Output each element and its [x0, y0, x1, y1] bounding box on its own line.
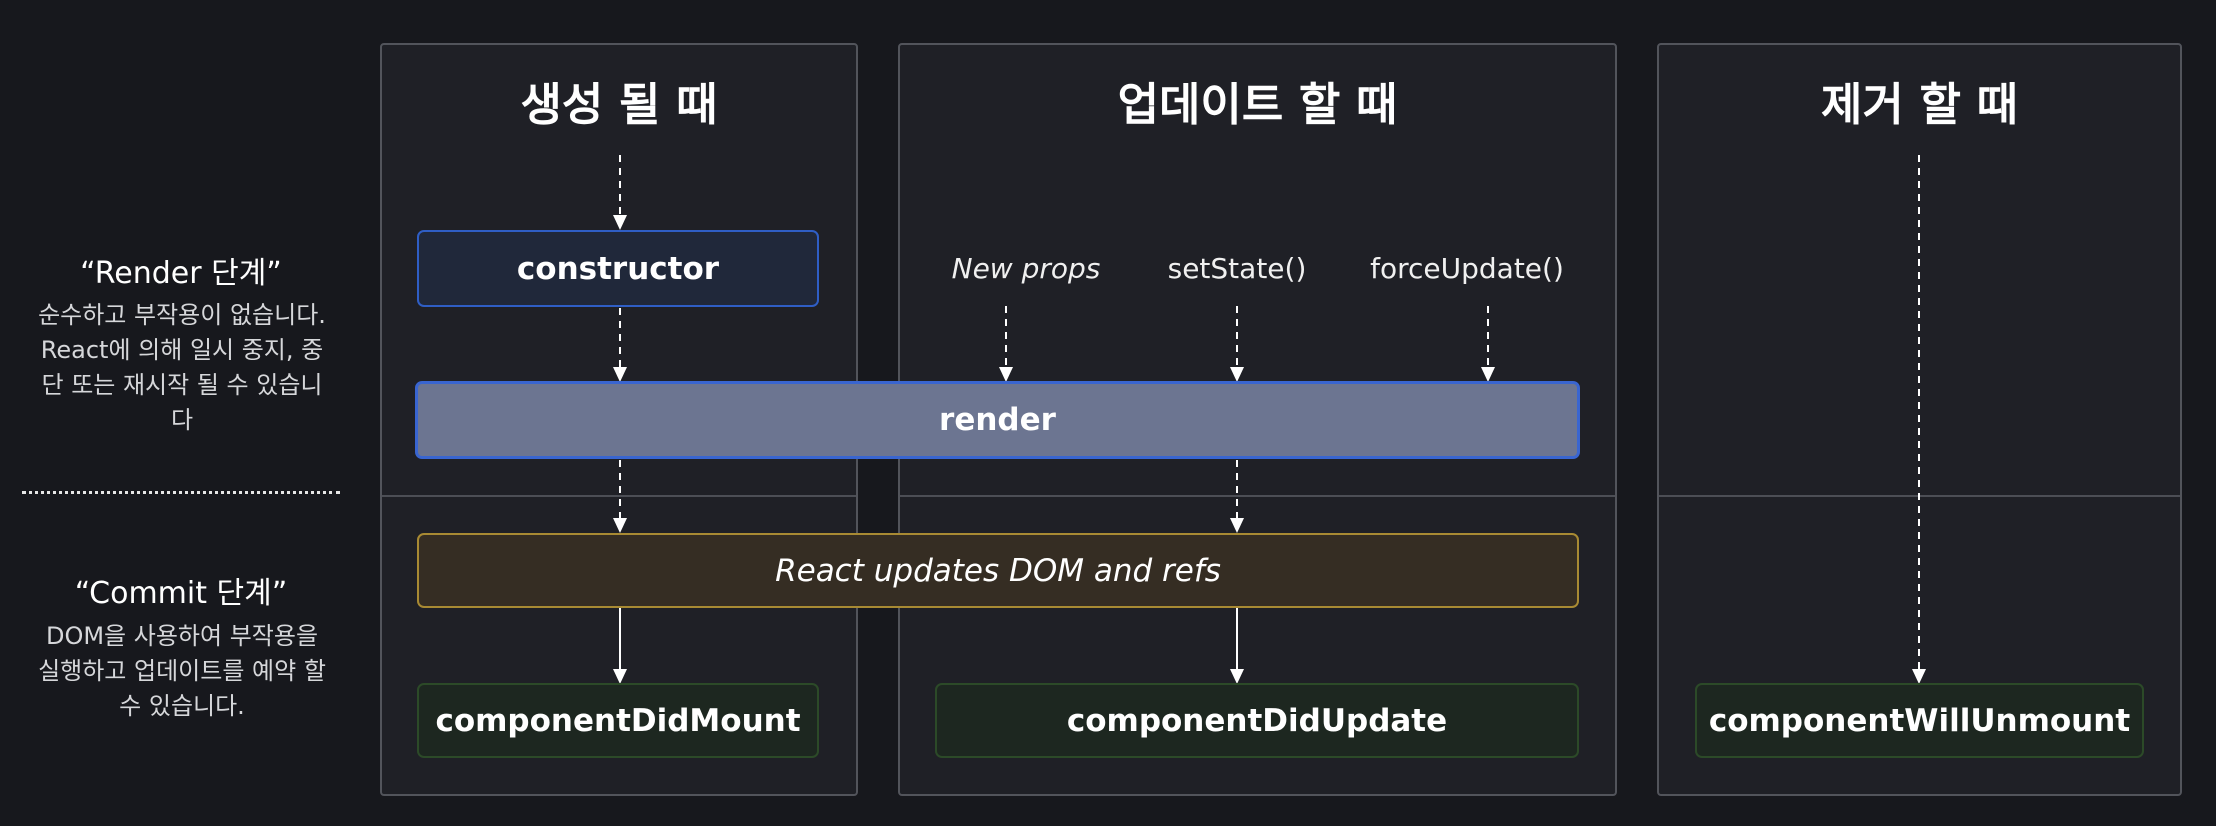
- arrowhead-did-mount: [613, 669, 627, 684]
- commit-box: React updates DOM and refs: [417, 533, 1579, 608]
- render-phase-description: 순수하고 부작용이 없습니다. React에 의해 일시 중지, 중단 또는 재…: [38, 301, 326, 434]
- update-title: 업데이트 할 때: [1117, 78, 1398, 131]
- component-did-mount-box: componentDidMount: [417, 683, 819, 758]
- arrowhead-will-unmount: [1912, 669, 1926, 684]
- arrowhead-commit-update: [1230, 518, 1244, 533]
- arrowhead-commit-mount: [613, 518, 627, 533]
- arrowhead-did-update: [1230, 669, 1244, 684]
- component-did-update-box: componentDidUpdate: [935, 683, 1579, 758]
- unmount-title: 제거 할 때: [1821, 78, 2018, 131]
- arrowhead-new-props: [999, 367, 1013, 382]
- trigger-new-props: New props: [951, 252, 1101, 285]
- render-box: render: [415, 381, 1580, 459]
- arrowhead-render-mount: [613, 367, 627, 382]
- render-phase-title: “Render 단계”: [80, 256, 282, 291]
- constructor-box: constructor: [417, 230, 819, 307]
- component-will-unmount-box: componentWillUnmount: [1695, 683, 2144, 758]
- commit-phase-description: DOM을 사용하여 부작용을 실행하고 업데이트를 예약 할 수 있습니다.: [38, 622, 326, 720]
- arrowhead-set-state: [1230, 367, 1244, 382]
- update-divider: [900, 495, 1615, 497]
- phase-separator: [22, 491, 340, 494]
- commit-phase-title: “Commit 단계”: [74, 576, 288, 611]
- arrowhead-constructor: [613, 215, 627, 230]
- trigger-set-state: setState(): [1167, 252, 1307, 285]
- mount-title: 생성 될 때: [520, 78, 718, 131]
- mount-divider: [382, 495, 856, 497]
- arrowhead-force-update: [1481, 367, 1495, 382]
- trigger-force-update: forceUpdate(): [1370, 252, 1564, 285]
